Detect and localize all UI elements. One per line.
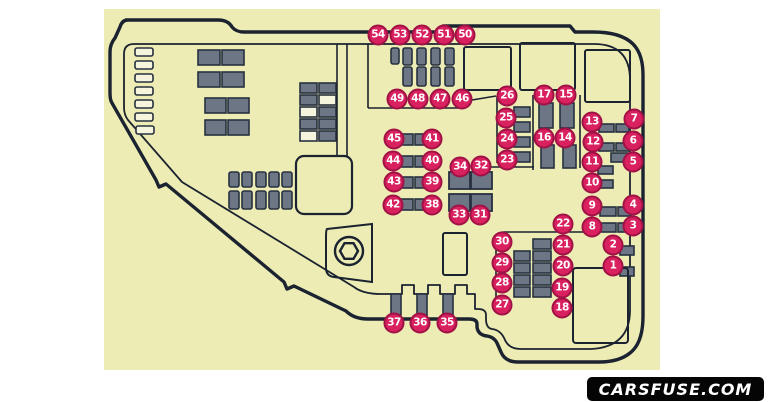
fuse-marker-22: 22 [552,213,574,235]
fuse-marker-51: 51 [433,24,455,46]
fuse-marker-23: 23 [496,149,518,171]
fuse-marker-3: 3 [622,215,644,237]
fuse-marker-1: 1 [602,255,624,277]
fuse-marker-25: 25 [495,107,517,129]
lid-seam [123,43,631,350]
fuse-marker-44: 44 [382,150,404,172]
connector-comb [228,171,293,210]
relay-box-left [294,154,354,216]
fuse-marker-16: 16 [533,127,555,149]
fuse-marker-39: 39 [421,171,443,193]
fuse-marker-11: 11 [581,151,603,173]
fuse-marker-21: 21 [552,234,574,256]
fuse-marker-27: 27 [491,294,513,316]
fuse-marker-18: 18 [551,297,573,319]
fuse-marker-33: 33 [448,204,470,226]
fuse-marker-2: 2 [602,234,624,256]
fuse-marker-29: 29 [491,252,513,274]
fuse-marker-6: 6 [622,130,644,152]
vertical-fuse-cluster [538,102,577,169]
bolt-ring [333,235,365,267]
fuse-marker-13: 13 [581,111,603,133]
fuse-marker-48: 48 [407,88,429,110]
left-fuse-grid [299,82,337,142]
relay-box-bottom-right [572,267,629,344]
fuse-marker-53: 53 [389,24,411,46]
left-slot-column [134,47,155,135]
casing-outline [108,18,645,364]
top-fuse-bank [390,47,455,87]
fuse-marker-45: 45 [383,128,405,150]
fuse-marker-8: 8 [581,216,603,238]
bolt-icon [338,241,360,260]
fuse-marker-47: 47 [429,88,451,110]
fuse-marker-28: 28 [491,272,513,294]
fuse-marker-37: 37 [383,312,405,334]
fuse-marker-12: 12 [582,131,604,153]
fuse-marker-52: 52 [411,24,433,46]
fuse-marker-41: 41 [421,128,443,150]
bolt-panel [325,222,373,284]
fuse-marker-19: 19 [551,277,573,299]
fuse-marker-30: 30 [491,231,513,253]
fuse-marker-50: 50 [454,24,476,46]
left-fuse-group-top [197,49,250,136]
fuse-marker-46: 46 [451,88,473,110]
fuse-marker-20: 20 [552,255,574,277]
fuse-marker-54: 54 [367,24,389,46]
watermark-text: CARSFUSE.COM [598,379,753,399]
fuse-marker-32: 32 [470,155,492,177]
fuse-marker-38: 38 [421,194,443,216]
fuse-marker-15: 15 [555,84,577,106]
fuse-marker-34: 34 [449,156,471,178]
fuse-marker-31: 31 [469,204,491,226]
fuse-marker-35: 35 [436,312,458,334]
fuse-marker-49: 49 [386,88,408,110]
fuse-marker-9: 9 [581,195,603,217]
fuse-marker-4: 4 [622,194,644,216]
fuse-marker-43: 43 [383,171,405,193]
fuse-marker-10: 10 [581,172,603,194]
fuse-marker-40: 40 [421,150,443,172]
fuse-marker-36: 36 [409,312,431,334]
fuse-marker-14: 14 [554,127,576,149]
fuse-marker-5: 5 [622,151,644,173]
fuse-marker-42: 42 [382,194,404,216]
bottom-fuse-block [513,238,552,298]
watermark: CARSFUSE.COM [587,377,764,401]
fuse-marker-7: 7 [623,108,645,130]
fuse-marker-26: 26 [496,85,518,107]
relay-box-bottom-mid [442,232,468,276]
fuse-marker-17: 17 [533,84,555,106]
fuse-marker-24: 24 [496,128,518,150]
